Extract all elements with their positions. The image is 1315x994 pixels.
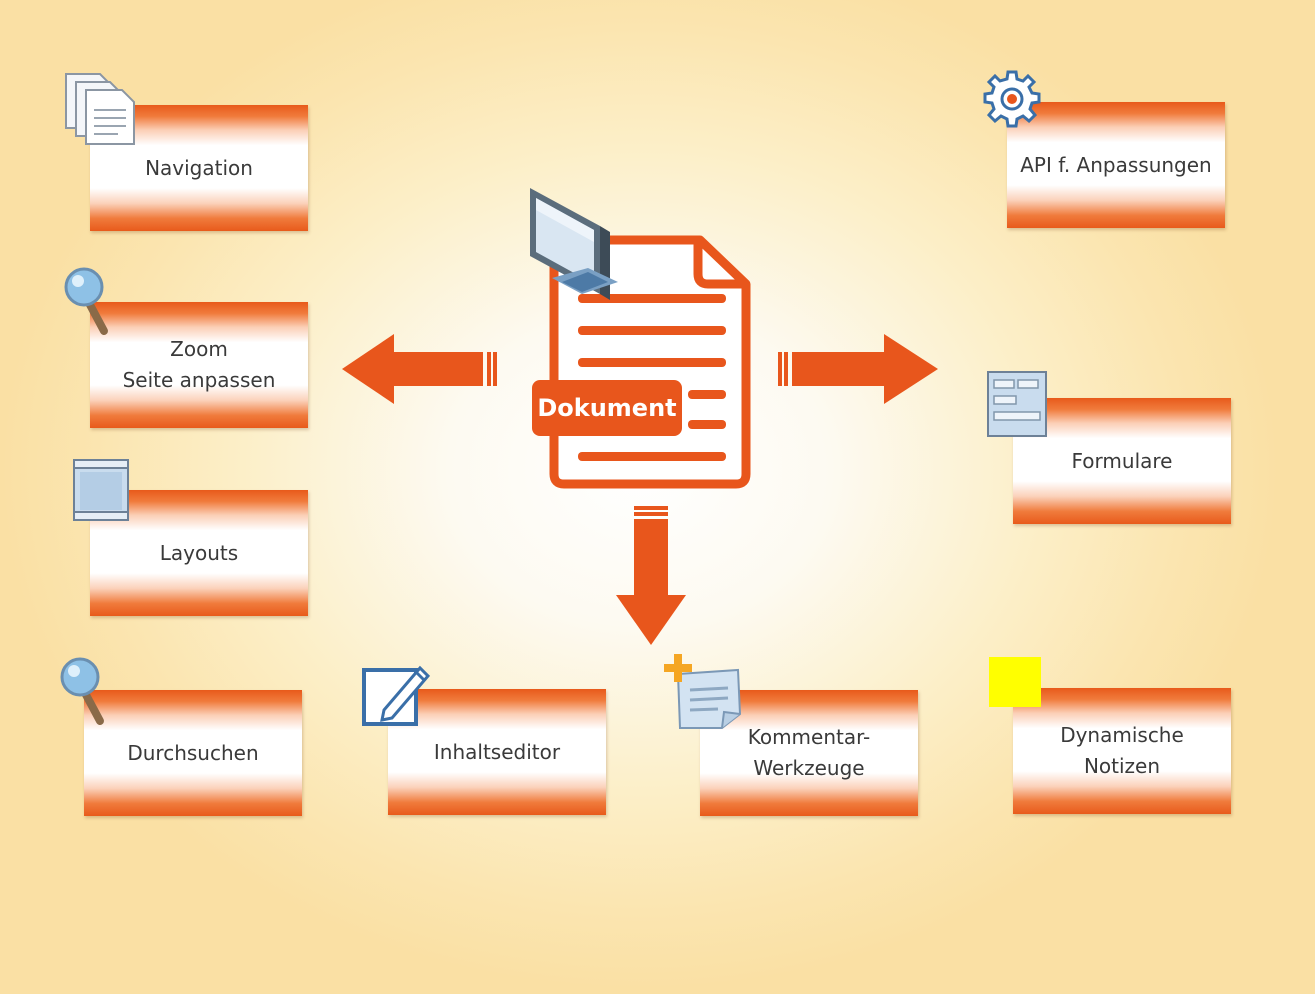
feature-label-notizen: Dynamische Notizen: [1060, 723, 1184, 778]
feature-label-inhaltseditor: Inhaltseditor: [433, 739, 561, 764]
feature-label-durchsuchen: Durchsuchen: [127, 740, 259, 765]
feature-box-notizen: Dynamische Notizen: [1013, 688, 1231, 814]
monitor-icon: [530, 188, 618, 300]
feature-label-layouts: Layouts: [159, 540, 239, 565]
feature-box-durchsuchen: Durchsuchen: [84, 690, 302, 816]
arrow-right-icon: [778, 334, 938, 404]
feature-label-kommentar: Kommentar- Werkzeuge: [747, 725, 871, 780]
feature-label-zoom: Zoom Seite anpassen: [122, 337, 276, 392]
edit-pencil-icon: [362, 665, 431, 726]
layout-icon: [73, 459, 129, 521]
feature-label-navigation: Navigation: [145, 155, 253, 180]
feature-label-formulare: Formulare: [1071, 448, 1173, 473]
document-icon: Dokument: [532, 235, 751, 489]
add-note-icon: [664, 654, 742, 729]
arrow-down-icon: [616, 506, 686, 645]
document-label: Dokument: [537, 394, 676, 422]
form-icon: [987, 371, 1047, 437]
sticky-note-icon: [989, 657, 1041, 707]
feature-box-inhaltseditor: Inhaltseditor: [388, 689, 606, 815]
feature-box-api: API f. Anpassungen: [1007, 102, 1225, 228]
magnifier-icon: [60, 657, 104, 725]
arrow-left-icon: [342, 334, 497, 404]
feature-box-zoom: Zoom Seite anpassen: [90, 302, 308, 428]
pages-icon: [65, 73, 135, 145]
feature-label-api: API f. Anpassungen: [1020, 152, 1212, 177]
magnifier-icon: [64, 267, 108, 335]
gear-icon: [983, 70, 1041, 128]
feature-box-formulare: Formulare: [1013, 398, 1231, 524]
